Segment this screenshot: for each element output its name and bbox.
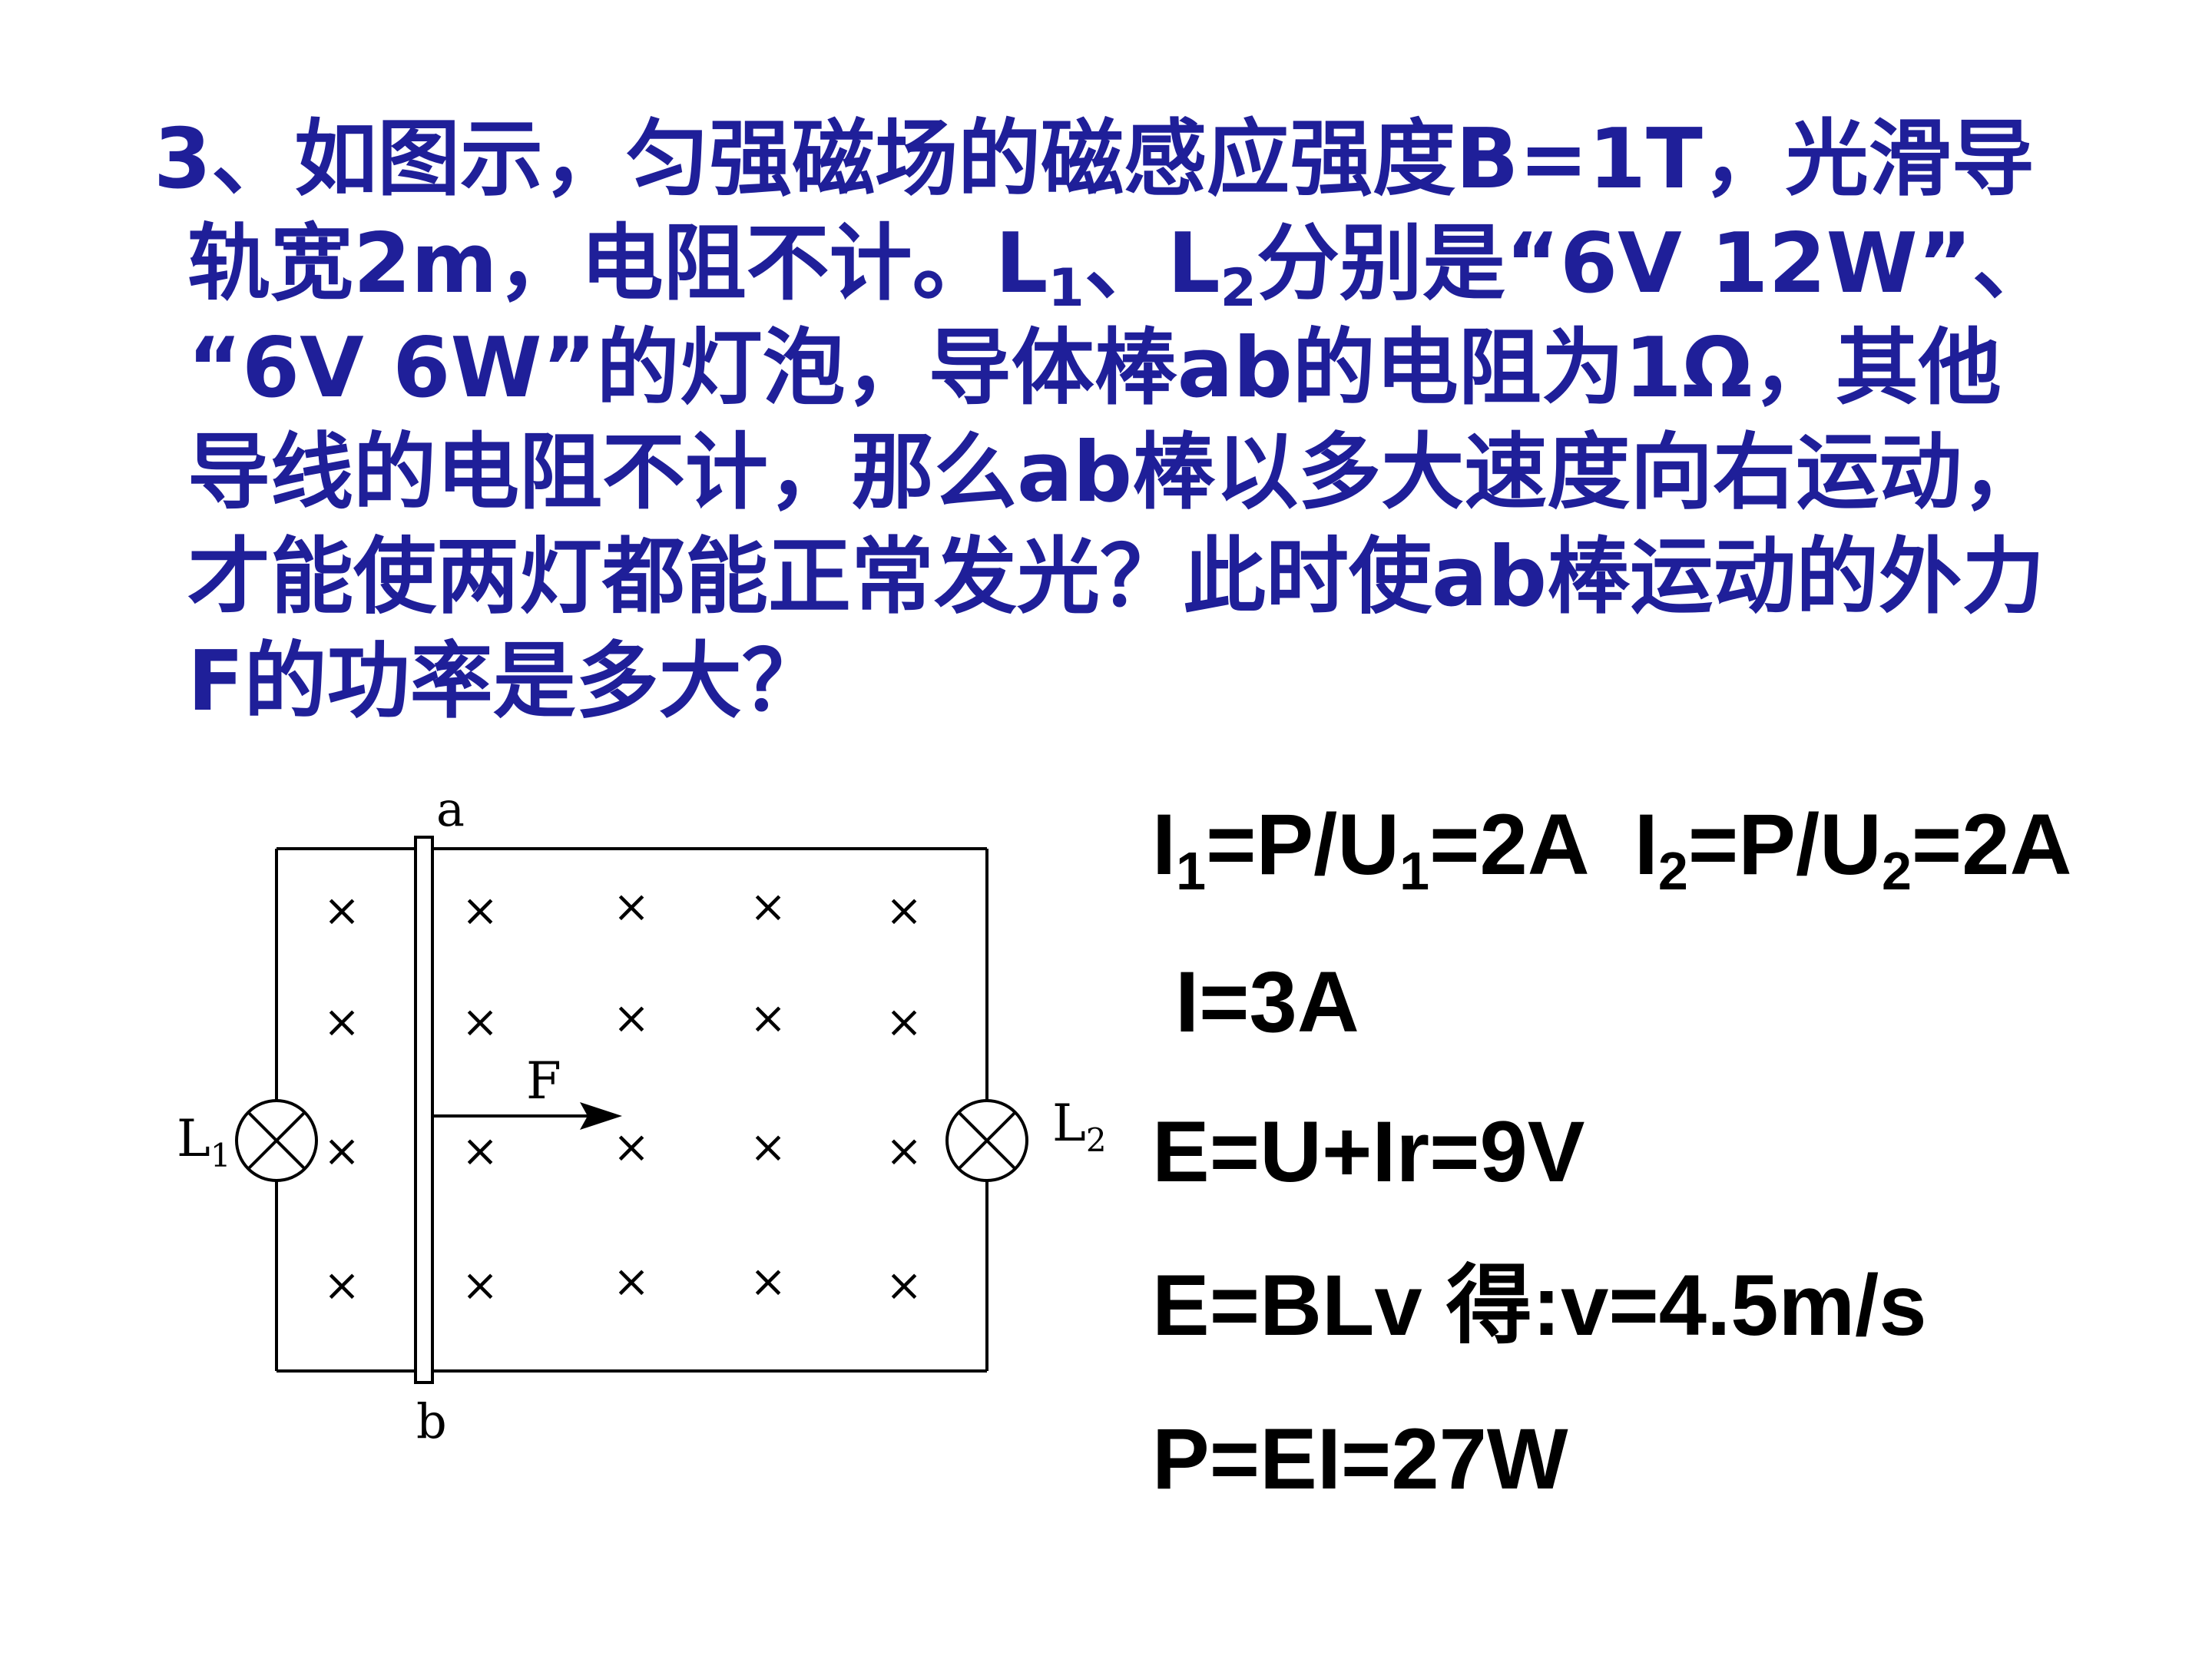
question-line-2-part-b: 、L — [1084, 216, 1220, 312]
field-mark: × — [886, 1124, 923, 1177]
sol1-b: =P/U — [1206, 796, 1400, 892]
solution-line-2: I=3A — [1175, 954, 1359, 1050]
solution-line-5: P=EI=27W — [1152, 1411, 1568, 1507]
field-mark: × — [886, 1259, 923, 1311]
solution-line-3: E=U+Ir=9V — [1152, 1104, 1585, 1200]
sol1-sub1: 1 — [1176, 841, 1207, 901]
sol1-c: =2A I — [1429, 796, 1658, 892]
field-mark: × — [886, 995, 923, 1048]
question-line-1: 3、如图示，匀强磁场的磁感应强度B=1T，光滑导 — [154, 111, 2035, 207]
force-arrow — [432, 1102, 622, 1130]
field-mark: × — [750, 1255, 787, 1307]
field-mark: × — [323, 884, 361, 936]
circuit-diagram: × × × × × × × × × × × × × × × × × × × × … — [177, 783, 1107, 1449]
subscript-1: 1 — [1048, 258, 1084, 319]
label-l1: L1 — [177, 1109, 231, 1174]
question-line-2-part-c: 分别是“6V 12W”、 — [1257, 216, 2055, 312]
lamp-l2 — [945, 1099, 1028, 1182]
circuit-frame — [275, 847, 988, 1373]
question-line-5: 才能使两灯都能正常发光？此时使ab棒运动的外力 — [187, 529, 2045, 625]
sol1-sub2: 1 — [1399, 841, 1430, 901]
field-mark: × — [750, 880, 787, 932]
field-mark: × — [613, 880, 651, 932]
question-line-2-part-a: 轨宽2m，电阻不计。L — [187, 216, 1048, 312]
question-text: 3、如图示，匀强磁场的磁感应强度B=1T，光滑导 轨宽2m，电阻不计。L1、L2… — [154, 108, 2166, 734]
solution-line-1: I1=P/U1=2A I2=P/U2=2A — [1152, 796, 2072, 899]
label-f: F — [526, 1051, 561, 1111]
conductor-rod-ab — [414, 836, 434, 1384]
field-mark: × — [462, 884, 499, 936]
question-line-4: 导线的电阻不计，那么ab棒以多大速度向右运动， — [187, 425, 2045, 521]
question-line-2: 轨宽2m，电阻不计。L1、L2分别是“6V 12W”、 — [187, 212, 2166, 316]
subscript-2: 2 — [1220, 258, 1257, 319]
field-mark: × — [323, 995, 361, 1048]
magnetic-field-marks: × × × × × × × × × × × × × × × × × × × × — [323, 880, 923, 1311]
sol1-e: =2A — [1911, 796, 2072, 892]
field-mark: × — [613, 1255, 651, 1307]
solution-line-4: E=BLv 得:v=4.5m/s — [1152, 1257, 1927, 1353]
sol1-sub3: 2 — [1657, 841, 1688, 901]
field-mark: × — [323, 1259, 361, 1311]
field-mark: × — [613, 1121, 651, 1173]
field-mark: × — [750, 992, 787, 1044]
field-mark: × — [462, 1124, 499, 1177]
sol1-sub4: 2 — [1881, 841, 1912, 901]
field-mark: × — [462, 995, 499, 1048]
field-mark: × — [323, 1124, 361, 1177]
question-line-6: F的功率是多大？ — [187, 634, 825, 730]
lamp-l1 — [235, 1099, 318, 1182]
field-mark: × — [462, 1259, 499, 1311]
sol1-d: =P/U — [1687, 796, 1882, 892]
sol1-a: I — [1152, 796, 1177, 892]
label-b: b — [416, 1393, 447, 1449]
field-mark: × — [613, 992, 651, 1044]
field-mark: × — [886, 884, 923, 936]
question-line-3: “6V 6W”的灯泡，导体棒ab的电阻为1Ω，其他 — [187, 320, 2002, 416]
field-mark: × — [750, 1121, 787, 1173]
label-a: a — [436, 783, 465, 837]
label-l2: L2 — [1052, 1094, 1107, 1159]
